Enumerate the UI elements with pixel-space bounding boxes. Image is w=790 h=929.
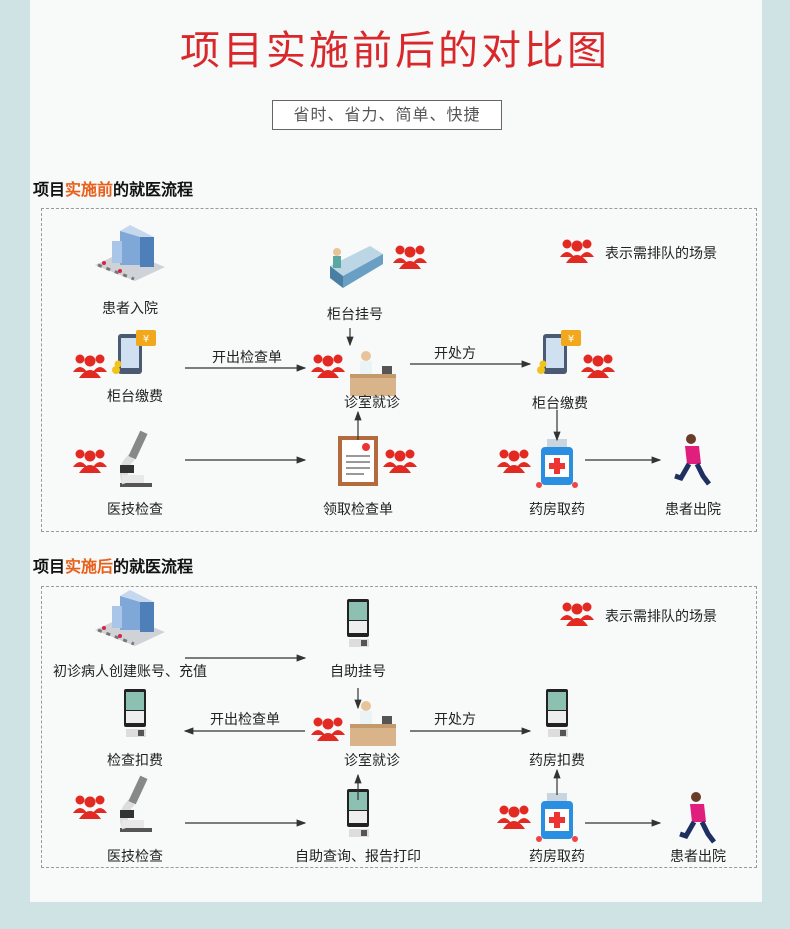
runner-icon — [678, 790, 718, 850]
arrow-label: 开处方 — [434, 346, 476, 362]
node-label: 患者出院 — [670, 849, 726, 865]
runner-icon — [673, 432, 713, 492]
node-label: 诊室就诊 — [344, 395, 400, 411]
node-label: 药房扣费 — [529, 753, 585, 769]
svg-text:¥: ¥ — [568, 334, 574, 345]
subtitle-box: 省时、省力、简单、快捷 — [272, 100, 502, 130]
svg-text:¥: ¥ — [143, 334, 149, 345]
node-label: 患者入院 — [102, 301, 158, 317]
arrow-label: 开处方 — [434, 712, 476, 728]
crowd-queue-icon — [73, 352, 107, 382]
crowd-queue-icon — [311, 715, 345, 745]
node-label: 医技检查 — [107, 502, 163, 518]
heading-text: 的就医流程 — [113, 557, 194, 576]
heading-highlight: 实施后 — [65, 557, 114, 576]
heading-text: 项目 — [33, 557, 66, 576]
node-label: 柜台缴费 — [532, 396, 588, 412]
kiosk-icon — [343, 597, 373, 653]
arrow-label: 开出检查单 — [212, 350, 282, 366]
page-title: 项目实施前后的对比图 — [180, 28, 610, 74]
before-heading: 项目实施前的就医流程 — [33, 176, 193, 200]
counter-icon — [325, 236, 385, 294]
heading-highlight: 实施前 — [65, 180, 114, 199]
hospital-icon — [90, 588, 170, 652]
node-label: 检查扣费 — [107, 753, 163, 769]
before-flow-box — [41, 208, 757, 532]
crowd-queue-icon — [383, 447, 417, 477]
node-label: 药房取药 — [529, 502, 585, 518]
crowd-queue-icon — [73, 793, 107, 823]
medicine-icon — [533, 437, 581, 495]
page-panel — [30, 0, 762, 902]
doctor-desk-icon — [342, 698, 402, 752]
node-label: 初诊病人创建账号、充值 — [53, 664, 207, 680]
kiosk-icon — [542, 687, 572, 743]
node-label: 领取检查单 — [323, 502, 393, 518]
arrow-label: 开出检查单 — [210, 712, 280, 728]
doctor-desk-icon — [342, 348, 402, 402]
report-form-icon — [336, 434, 380, 492]
heading-text: 项目 — [33, 180, 66, 199]
crowd-queue-icon — [393, 243, 427, 273]
microscope-icon — [112, 427, 158, 493]
node-label: 柜台挂号 — [327, 307, 383, 323]
node-label: 自助挂号 — [330, 664, 386, 680]
microscope-icon — [112, 772, 158, 838]
node-label: 药房取药 — [529, 849, 585, 865]
node-label: 自助查询、报告打印 — [295, 849, 421, 865]
node-label: 柜台缴费 — [107, 389, 163, 405]
crowd-queue-icon — [73, 447, 107, 477]
hospital-icon — [90, 223, 170, 287]
node-label: 患者出院 — [665, 502, 721, 518]
after-heading: 项目实施后的就医流程 — [33, 553, 193, 577]
crowd-queue-icon — [497, 803, 531, 833]
node-label: 医技检查 — [107, 849, 163, 865]
payment-phone-icon: ¥ — [110, 328, 160, 382]
kiosk-icon — [120, 687, 150, 743]
legend-crowd-icon — [560, 600, 594, 630]
medicine-icon — [533, 791, 581, 849]
legend-text: 表示需排队的场景 — [605, 246, 717, 262]
crowd-queue-icon — [581, 352, 615, 382]
payment-phone-icon: ¥ — [535, 328, 585, 382]
legend-text: 表示需排队的场景 — [605, 609, 717, 625]
heading-text: 的就医流程 — [113, 180, 194, 199]
after-flow-box — [41, 586, 757, 868]
legend-crowd-icon — [560, 237, 594, 267]
node-label: 诊室就诊 — [344, 753, 400, 769]
kiosk-icon — [343, 787, 373, 843]
crowd-queue-icon — [497, 447, 531, 477]
crowd-queue-icon — [311, 352, 345, 382]
